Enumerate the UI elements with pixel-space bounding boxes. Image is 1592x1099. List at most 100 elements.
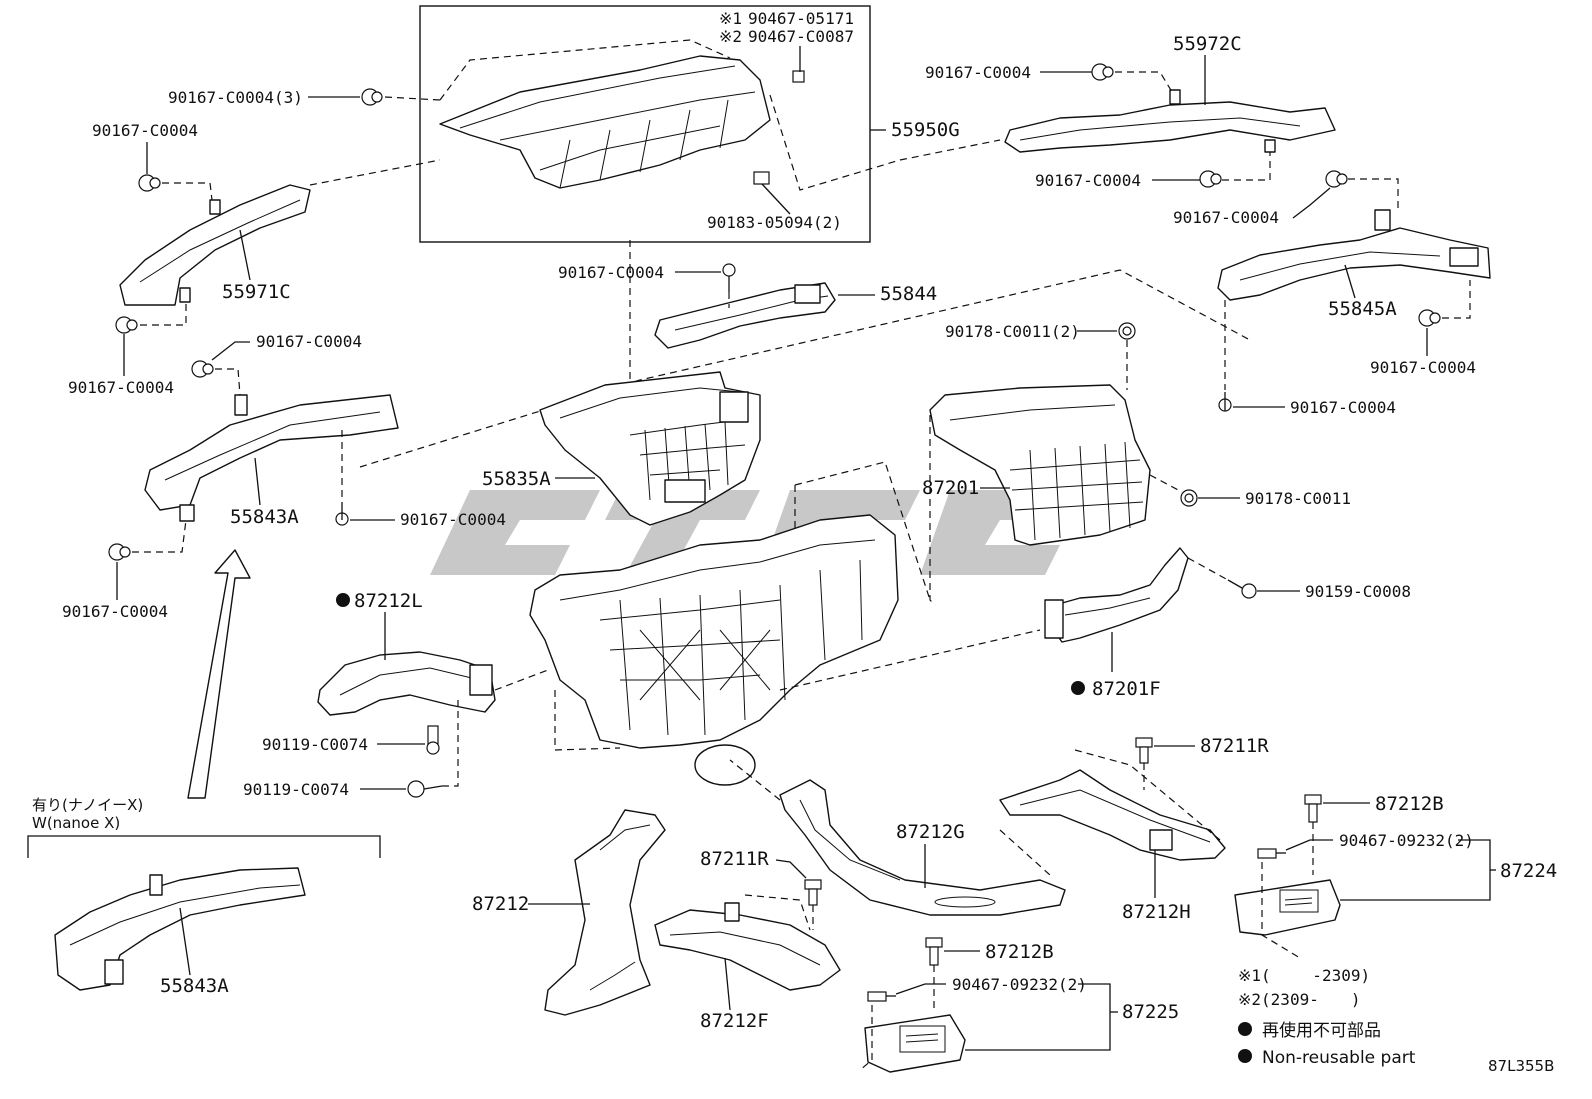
callout-87212B-b: 87212B	[985, 941, 1054, 963]
callout-87212G: 87212G	[896, 821, 965, 843]
bolt-icon	[426, 725, 440, 755]
duct-87212H	[999, 769, 1226, 861]
callout-90167-C0004-a: 90167-C0004	[925, 63, 1031, 82]
nut-icon	[1180, 489, 1198, 507]
clip-icon	[925, 937, 943, 966]
callout-90167-C0004-g: 90167-C0004	[1370, 358, 1476, 377]
register-87224	[1234, 879, 1341, 936]
callout-90167-C0004-h: 90167-C0004	[1290, 398, 1396, 417]
callout-90183-05094: 90183-05094(2)	[707, 213, 842, 232]
nonreusable-dot	[1071, 681, 1085, 695]
clip-icon	[1091, 63, 1114, 81]
diagram-id: 87L355B	[1488, 1057, 1554, 1075]
callout-90159-C0008: 90159-C0008	[1305, 582, 1411, 601]
callout-87211R-b: 87211R	[700, 848, 769, 870]
callout-90119-C0074-b: 90119-C0074	[243, 780, 349, 799]
screw-icon	[1257, 848, 1286, 859]
duct-87212G	[779, 779, 1066, 916]
note-mark-2: ※2	[719, 27, 742, 46]
legend-nonreusable-en-text: Non-reusable part	[1262, 1048, 1416, 1068]
callout-90178-C0011-2: 90178-C0011(2)	[945, 322, 1080, 341]
duct-55972C	[1004, 89, 1336, 153]
variant-bracket	[27, 835, 381, 858]
duct-87212L	[317, 651, 496, 716]
clip-icon	[108, 543, 131, 561]
clip-icon	[804, 879, 822, 906]
callout-55950G: 55950G	[891, 119, 960, 141]
screw-icon	[335, 502, 349, 526]
callout-90178-C0011: 90178-C0011	[1245, 489, 1351, 508]
register-87225	[864, 1014, 966, 1073]
callout-87212: 87212	[472, 893, 529, 915]
inset-box-55950G	[419, 5, 1001, 243]
callout-55835A: 55835A	[482, 468, 551, 490]
callout-87212B-a: 87212B	[1375, 793, 1444, 815]
clip-icon	[1135, 737, 1153, 764]
callout-90467-C0087: 90467-C0087	[748, 27, 854, 46]
clip-icon	[138, 174, 161, 192]
callout-90167-C0004-k: 90167-C0004	[62, 602, 168, 621]
legend-nonreusable-jp: 再使用不可部品	[1238, 1020, 1381, 1041]
callout-87224: 87224	[1500, 860, 1557, 882]
callout-55845A: 55845A	[1328, 298, 1397, 320]
duct-87212	[544, 809, 666, 1016]
housing-55835A	[539, 371, 761, 526]
clip-icon	[1325, 170, 1348, 188]
screw-icon	[867, 991, 896, 1002]
callout-90167-C0004-i: 90167-C0004	[256, 332, 362, 351]
clip-icon	[1418, 309, 1441, 327]
duct-55844	[654, 282, 836, 349]
legend-note-2: ※2(2309- )	[1238, 990, 1360, 1009]
callout-90167-C0004-e: 90167-C0004	[558, 263, 664, 282]
duct-55843A	[144, 394, 399, 522]
variant-label-jp: 有り(ナノイーX)	[32, 796, 143, 814]
callout-90467-09232-b: 90467-09232(2)	[952, 975, 1087, 994]
callout-55843A: 55843A	[230, 506, 299, 528]
callout-87212L: 87212L	[354, 590, 423, 612]
duct-87201	[929, 384, 1151, 546]
callout-87212H: 87212H	[1122, 901, 1191, 923]
callout-90167-C0004-b: 90167-C0004	[1035, 171, 1141, 190]
duct-55845A	[1217, 209, 1491, 301]
callout-90119-C0074-a: 90119-C0074	[262, 735, 368, 754]
variant-arrow	[187, 549, 251, 799]
callout-90167-C0004-f: 90167-C0004	[1173, 208, 1279, 227]
callout-87225: 87225	[1122, 1001, 1179, 1023]
legend-nonreusable-jp-text: 再使用不可部品	[1262, 1020, 1381, 1041]
callout-55971C: 55971C	[222, 281, 291, 303]
callout-90467-09232-a: 90467-09232(2)	[1339, 831, 1474, 850]
screw-icon	[1227, 579, 1257, 599]
inset-callout-1: ※1 90467-05171	[719, 9, 854, 28]
callout-87212F: 87212F	[700, 1010, 769, 1032]
legend-nonreusable-en: Non-reusable part	[1238, 1048, 1416, 1068]
variant-label-en: W(nanoe X)	[32, 814, 120, 832]
screw-icon	[722, 263, 736, 292]
note-mark-1: ※1	[719, 9, 742, 28]
callout-90167-C0004-3: 90167-C0004(3)	[168, 88, 303, 107]
duct-87212F	[654, 902, 841, 991]
inset-callout-2: ※2 90467-C0087	[719, 27, 854, 46]
callout-90167-C0004-j: 90167-C0004	[400, 510, 506, 529]
bolt-icon	[407, 780, 443, 798]
clip-icon	[191, 360, 214, 378]
clip-icon	[1304, 794, 1322, 823]
hvac-unit	[529, 514, 899, 786]
screw-icon	[1218, 392, 1232, 412]
clip-icon	[361, 88, 383, 106]
nonreusable-dot	[336, 593, 350, 607]
callout-87201: 87201	[922, 477, 979, 499]
callout-55844: 55844	[880, 283, 937, 305]
callout-90167-C0004-c: 90167-C0004	[92, 121, 198, 140]
callout-90467-05171: 90467-05171	[748, 9, 854, 28]
duct-87201F	[1044, 547, 1189, 643]
callout-87211R-a: 87211R	[1200, 735, 1269, 757]
clip-icon	[115, 316, 138, 334]
callout-55843A-b: 55843A	[160, 975, 229, 997]
callout-90167-C0004-d: 90167-C0004	[68, 378, 174, 397]
duct-55971C	[119, 184, 311, 306]
duct-55843A-nanoe	[54, 867, 306, 991]
clip-icon	[1199, 170, 1222, 188]
nut-icon	[1118, 322, 1136, 340]
legend-note-1: ※1( -2309)	[1238, 966, 1370, 985]
